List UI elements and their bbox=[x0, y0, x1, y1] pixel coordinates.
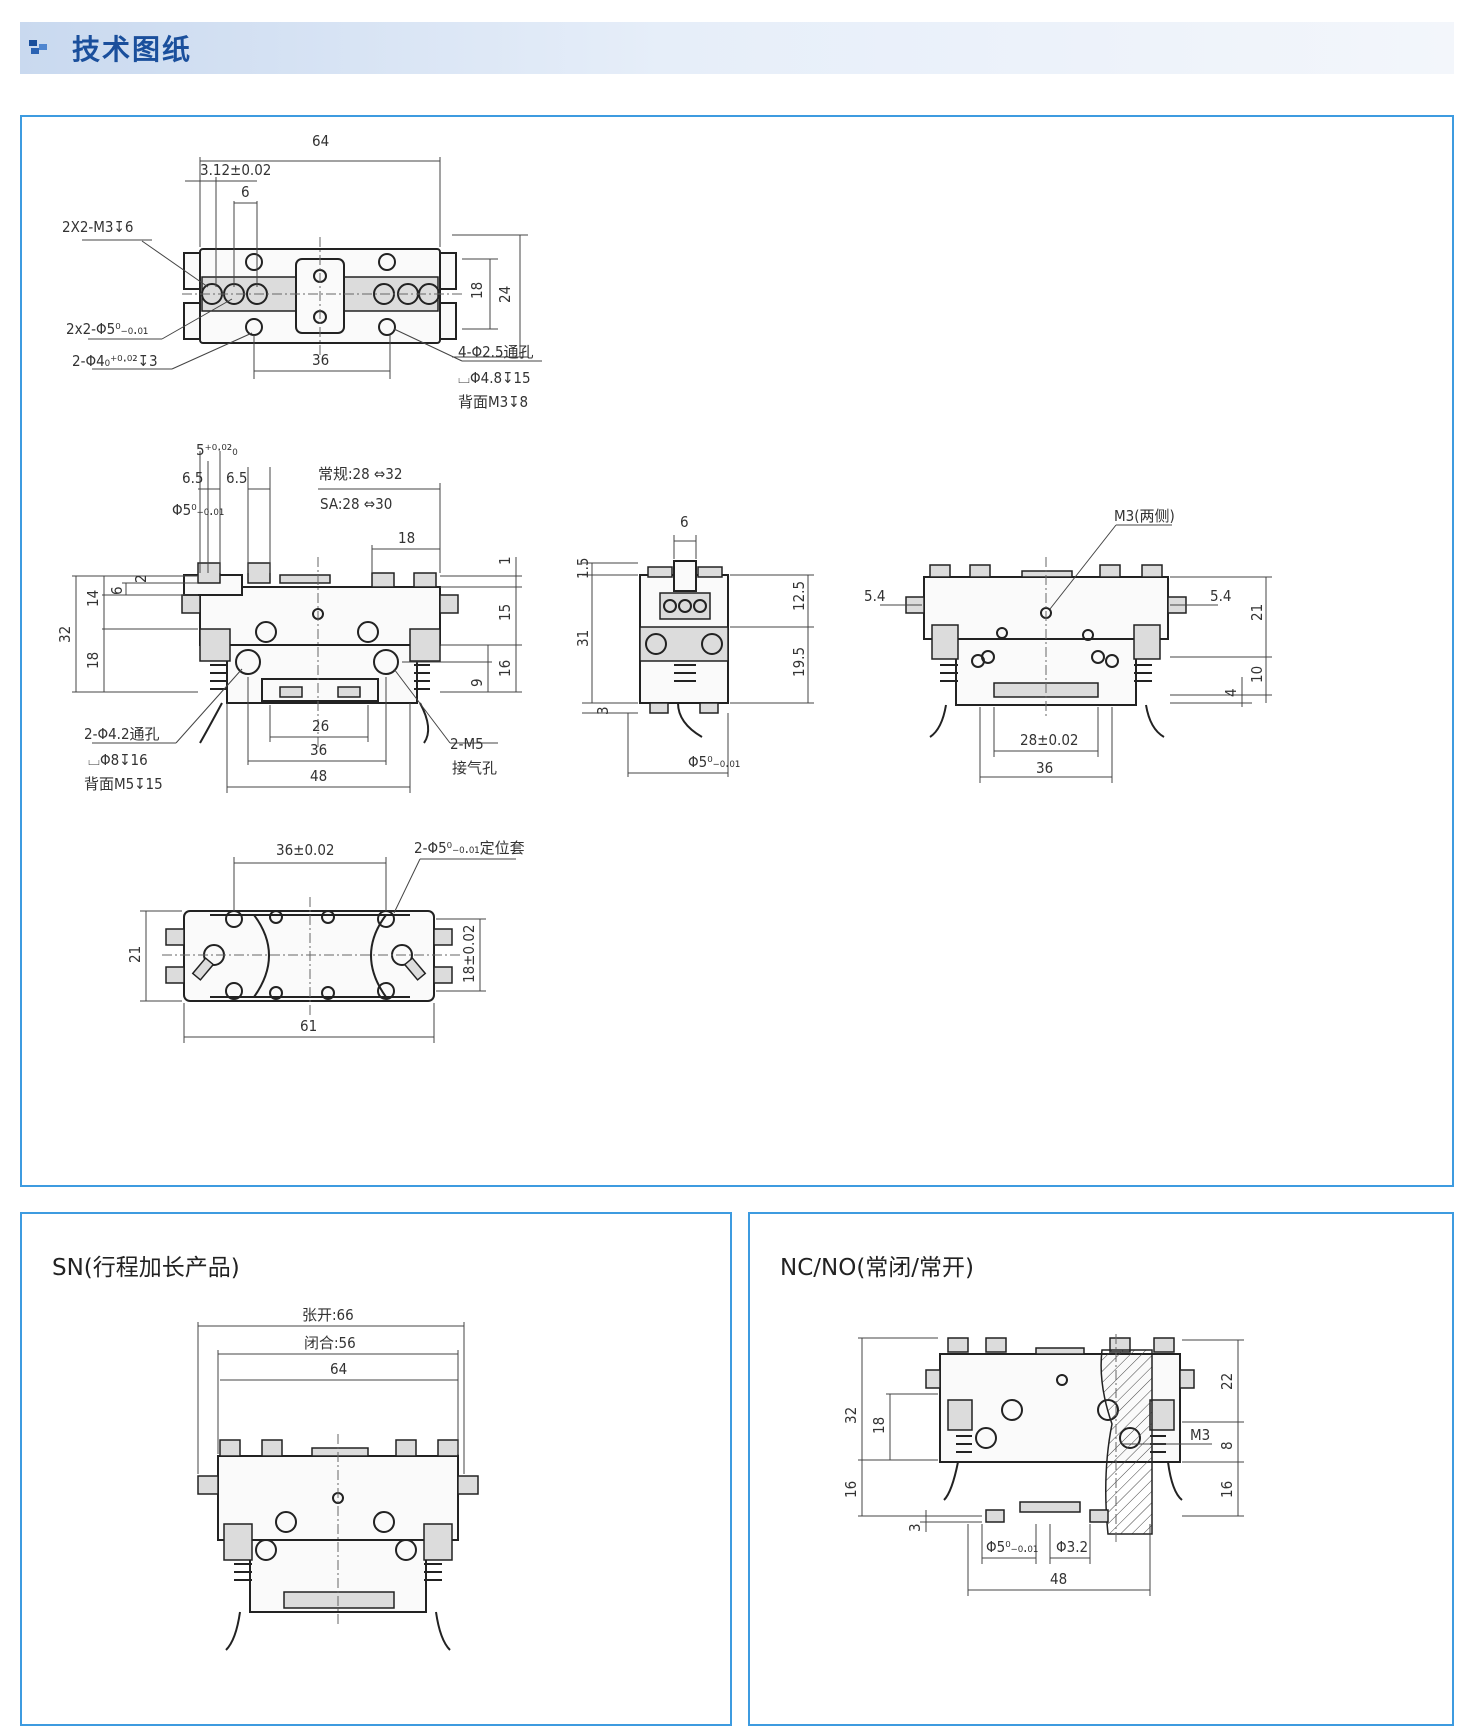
nc-no-drawing: 32 18 16 3 22 8 16 M3 Φ5⁰₋₀.₀₁ Φ3.2 48 bbox=[842, 1334, 1244, 1596]
dim-48: 48 bbox=[1050, 1570, 1067, 1588]
dim-5: 5⁺⁰·⁰²₀ bbox=[196, 441, 238, 459]
dim-24: 24 bbox=[496, 286, 514, 303]
dim-phi3-2: Φ3.2 bbox=[1056, 1538, 1088, 1556]
dim-3: 3 bbox=[906, 1523, 924, 1532]
label-stroke-sa: SA:28 ⇔30 bbox=[320, 495, 392, 513]
dim-16: 16 bbox=[496, 660, 514, 677]
dim-phi5: Φ5⁰₋₀.₀₁ bbox=[986, 1538, 1038, 1556]
dim-19-5: 19.5 bbox=[790, 647, 808, 677]
dim-18-vert: 18 bbox=[84, 652, 102, 669]
cube-icon bbox=[29, 40, 47, 54]
dim-22: 22 bbox=[1218, 1373, 1236, 1390]
dim-16-left: 16 bbox=[842, 1481, 860, 1498]
main-drawing: 64 3.12±0.02 6 24 18 36 2X2-M3↧6 2x2-Φ5⁰… bbox=[56, 132, 1272, 1043]
dim-48: 48 bbox=[310, 767, 327, 785]
dim-18: 18±0.02 bbox=[460, 924, 478, 983]
dim-36: 36 bbox=[310, 741, 327, 759]
dim-3-12: 3.12±0.02 bbox=[200, 161, 271, 179]
dim-61: 61 bbox=[300, 1017, 317, 1035]
label-back-m3: 背面M3↧8 bbox=[458, 393, 528, 411]
dim-10: 10 bbox=[1248, 666, 1266, 683]
label-through-hole-4-2: 2-Φ4.2通孔 bbox=[84, 725, 160, 743]
dim-1: 1 bbox=[496, 556, 514, 565]
dim-64: 64 bbox=[312, 132, 329, 150]
back-view: M3(两侧) 5.4 5.4 21 10 4 28±0.02 36 bbox=[864, 507, 1272, 783]
section-header: 技术图纸 bbox=[20, 22, 1454, 74]
dim-12-5: 12.5 bbox=[790, 581, 808, 611]
dim-16-right: 16 bbox=[1218, 1481, 1236, 1498]
label-open-66: 张开:66 bbox=[302, 1306, 354, 1324]
dim-18: 18 bbox=[468, 282, 486, 299]
label-m3-thread: 2X2-M3↧6 bbox=[62, 218, 133, 236]
dim-18-top: 18 bbox=[398, 529, 415, 547]
dim-21: 21 bbox=[126, 946, 144, 963]
label-phi4: 2-Φ4₀⁺⁰·⁰²↧3 bbox=[72, 352, 158, 370]
dim-4: 4 bbox=[1222, 688, 1240, 697]
dim-5-4-right: 5.4 bbox=[1210, 587, 1231, 605]
label-counterbore-8: ⌴Φ8↧16 bbox=[88, 751, 148, 769]
label-phi5: 2x2-Φ5⁰₋₀.₀₁ bbox=[66, 320, 148, 338]
dim-3: 3 bbox=[594, 706, 612, 715]
label-locating-sleeve: 2-Φ5⁰₋₀.₀₁定位套 bbox=[414, 839, 525, 857]
dim-6-5-left: 6.5 bbox=[182, 469, 203, 487]
dim-36: 36 bbox=[312, 351, 329, 369]
label-close-56: 闭合:56 bbox=[304, 1334, 356, 1352]
nc-no-panel: NC/NO(常闭/常开) 32 18 bbox=[748, 1212, 1454, 1726]
dim-6-5-right: 6.5 bbox=[226, 469, 247, 487]
label-m5: 2-M5 bbox=[450, 735, 484, 753]
section-title: 技术图纸 bbox=[72, 33, 193, 66]
label-m3-both-sides: M3(两侧) bbox=[1114, 507, 1175, 525]
side-view: 6 1.5 31 12.5 19.5 3 Φ5⁰₋₀.₀₁ bbox=[574, 513, 814, 777]
dim-32: 32 bbox=[56, 626, 74, 643]
dim-15: 15 bbox=[496, 604, 514, 621]
dim-phi5: Φ5⁰₋₀.₀₁ bbox=[688, 753, 740, 771]
nc-no-title: NC/NO(常闭/常开) bbox=[780, 1255, 975, 1281]
dim-9: 9 bbox=[468, 678, 486, 687]
label-through-hole: 4-Φ2.5通孔 bbox=[458, 343, 534, 361]
dim-31: 31 bbox=[574, 630, 592, 647]
sn-drawing: 张开:66 闭合:56 64 bbox=[197, 1306, 479, 1651]
dim-32: 32 bbox=[842, 1407, 860, 1424]
label-stroke-normal: 常规:28 ⇔32 bbox=[318, 465, 402, 483]
label-counterbore: ⌴Φ4.8↧15 bbox=[458, 369, 531, 387]
bottom-view: 36±0.02 2-Φ5⁰₋₀.₀₁定位套 21 18±0.02 61 bbox=[126, 839, 525, 1043]
top-view: 64 3.12±0.02 6 24 18 36 2X2-M3↧6 2x2-Φ5⁰… bbox=[62, 132, 542, 411]
dim-28: 28±0.02 bbox=[1020, 731, 1079, 749]
dim-6-vert: 6 bbox=[108, 586, 126, 595]
sn-title: SN(行程加长产品) bbox=[52, 1255, 240, 1281]
dim-14: 14 bbox=[84, 590, 102, 607]
dim-1-5: 1.5 bbox=[574, 558, 592, 579]
dim-21: 21 bbox=[1248, 604, 1266, 621]
dim-5-4-left: 5.4 bbox=[864, 587, 885, 605]
technical-drawing-panel: 64 3.12±0.02 6 24 18 36 2X2-M3↧6 2x2-Φ5⁰… bbox=[20, 115, 1454, 1187]
front-view: 5⁺⁰·⁰²₀ 6.5 6.5 Φ5⁰₋₀.₀₁ 常规:28 ⇔32 SA:28… bbox=[56, 441, 522, 793]
label-air-port: 接气孔 bbox=[452, 759, 497, 777]
dim-phi5: Φ5⁰₋₀.₀₁ bbox=[172, 501, 224, 519]
label-back-m5: 背面M5↧15 bbox=[84, 775, 163, 793]
dim-18: 18 bbox=[870, 1417, 888, 1434]
label-m3: M3 bbox=[1190, 1426, 1210, 1444]
dim-36: 36 bbox=[1036, 759, 1053, 777]
dim-26: 26 bbox=[312, 717, 329, 735]
dim-6: 6 bbox=[241, 183, 250, 201]
dim-36: 36±0.02 bbox=[276, 841, 335, 859]
dim-8: 8 bbox=[1218, 1441, 1236, 1450]
sn-panel: SN(行程加长产品) 张开:66 闭合:56 64 bbox=[20, 1212, 732, 1726]
dim-2-vert: 2 bbox=[132, 574, 150, 583]
dim-64: 64 bbox=[330, 1360, 347, 1378]
dim-6: 6 bbox=[680, 513, 689, 531]
